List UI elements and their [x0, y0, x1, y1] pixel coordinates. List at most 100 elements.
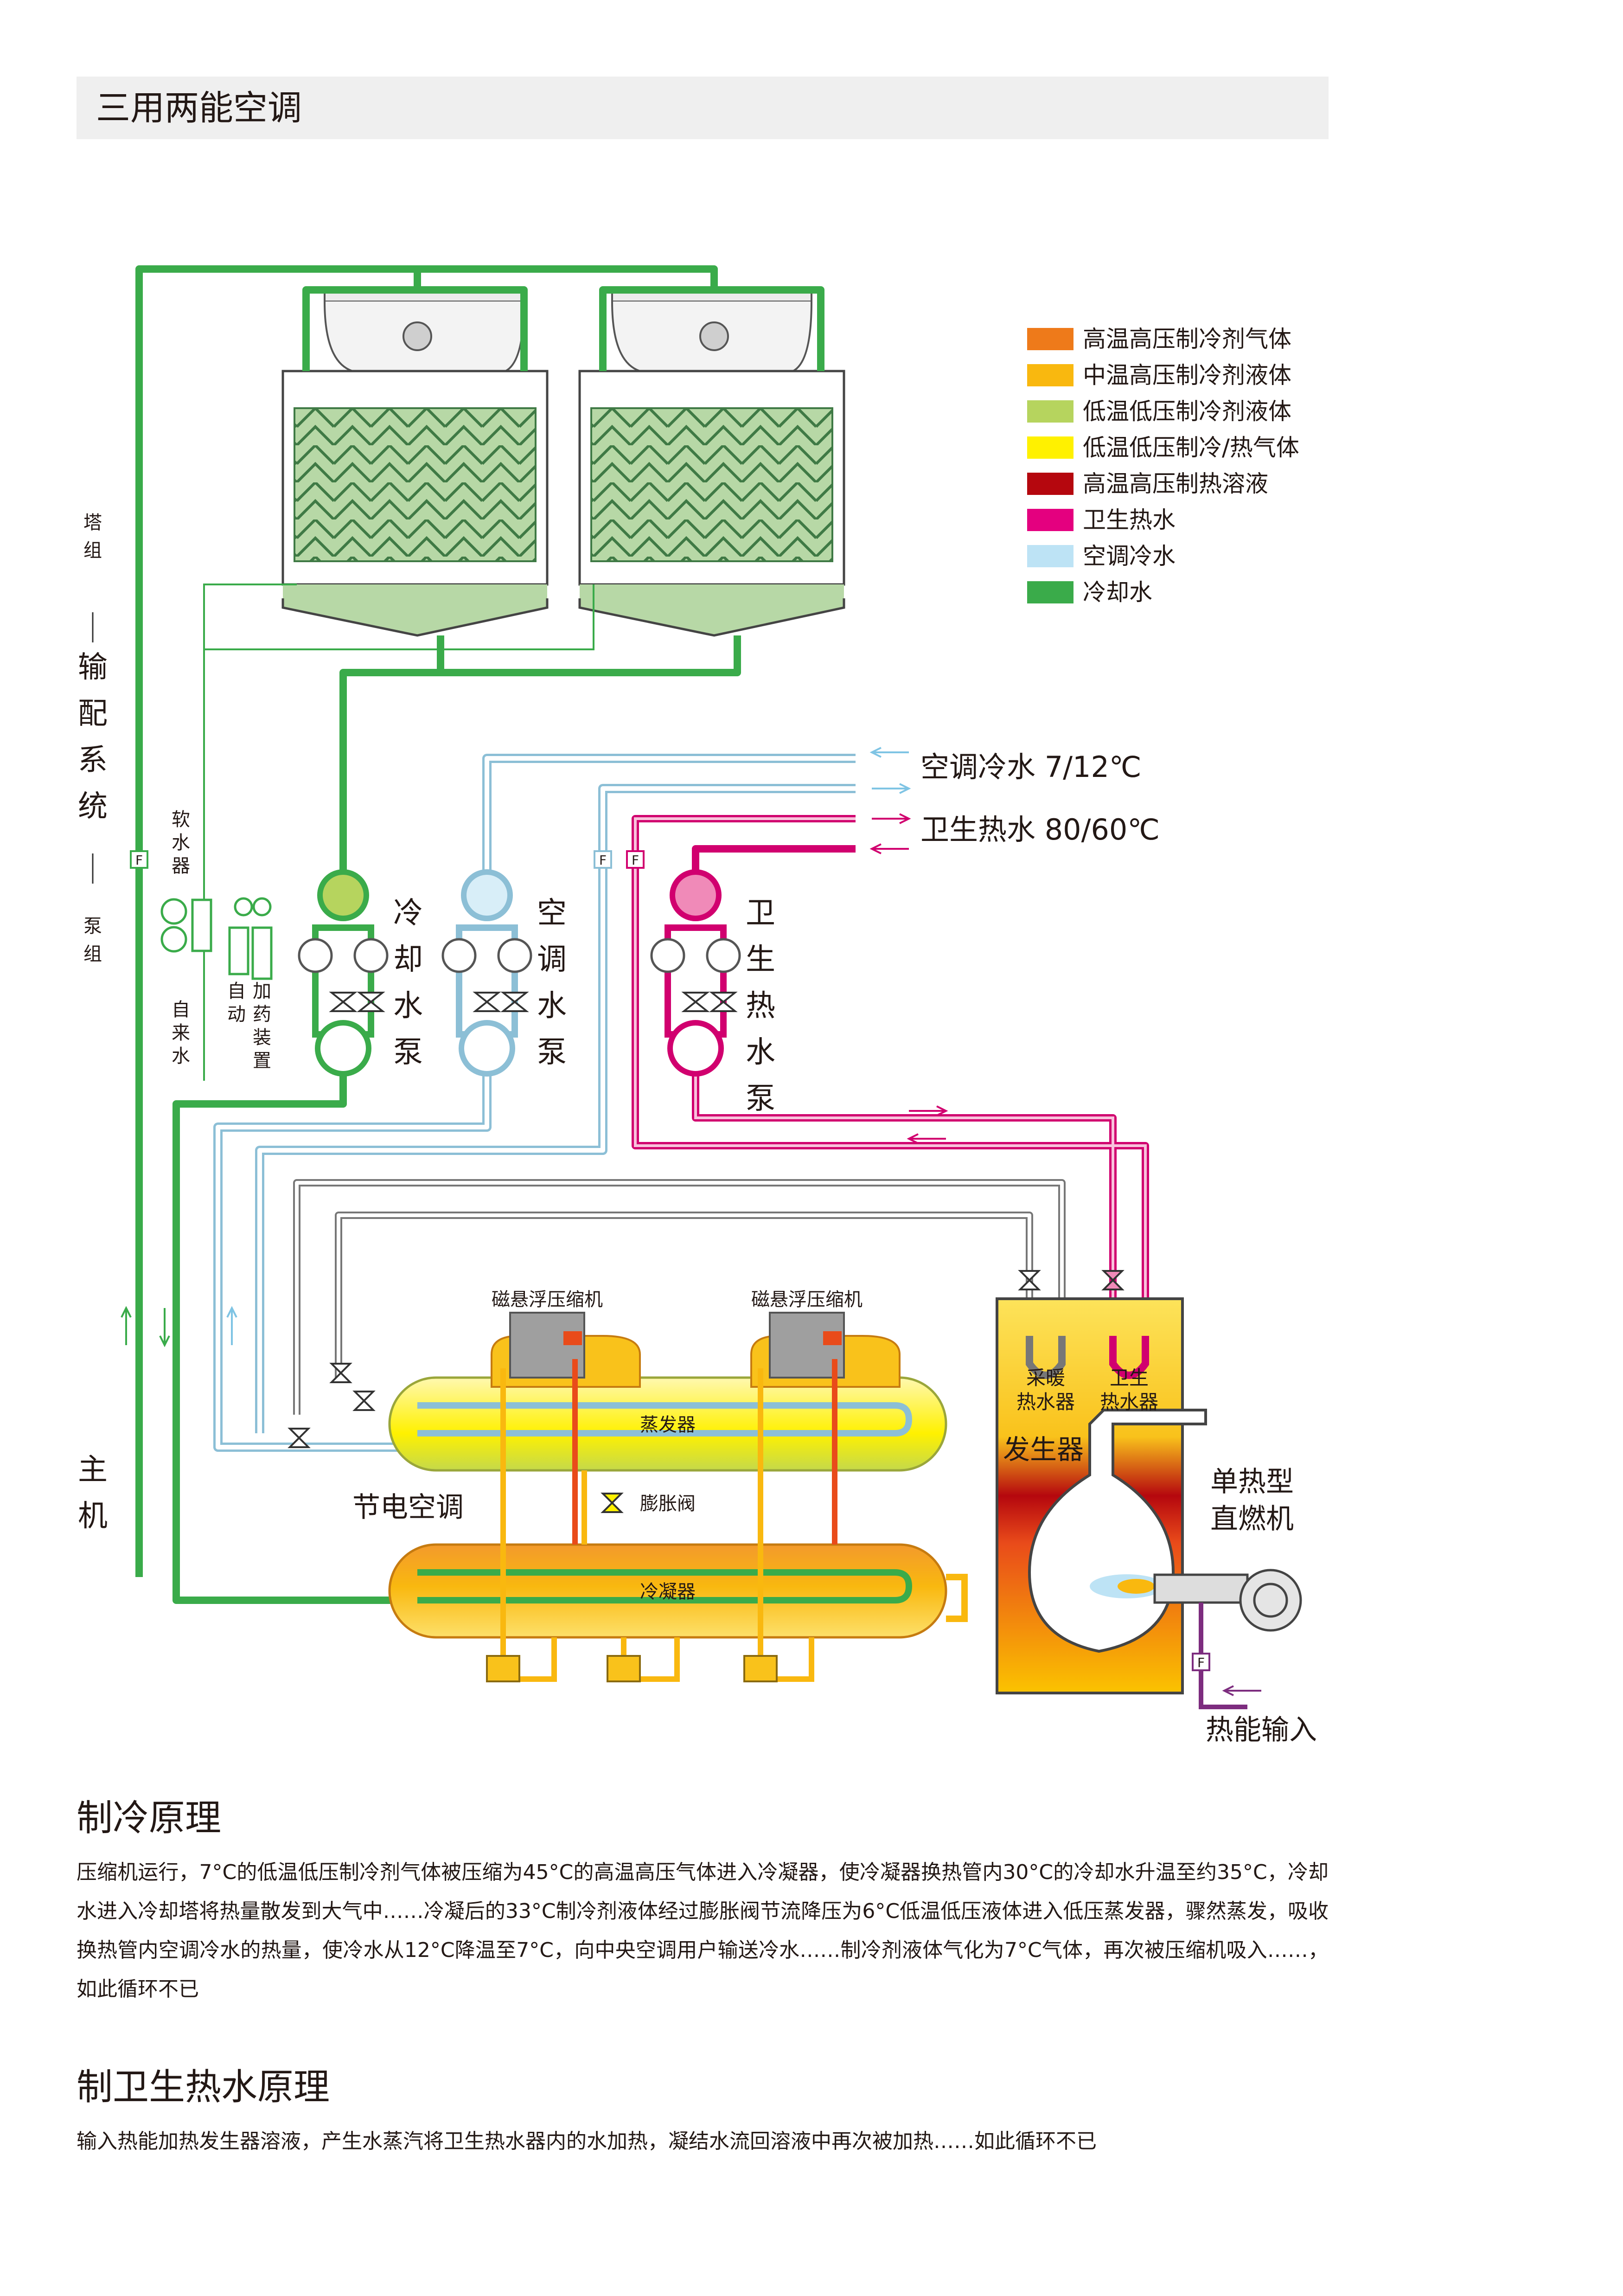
legend-swatch — [1027, 400, 1073, 423]
page-title: 三用两能空调 — [96, 88, 302, 128]
vertical-char: 泵 — [393, 1035, 423, 1070]
vertical-char: 生 — [746, 943, 775, 977]
sanitary-exchanger-label: 卫生热水器 — [1100, 1366, 1158, 1413]
legend-label: 低温低压制冷剂液体 — [1083, 398, 1291, 425]
transport-system-text: 输配系统 — [78, 650, 108, 824]
vertical-char: 器 — [172, 855, 190, 877]
vertical-char: 装 — [253, 1027, 271, 1048]
vertical-char: 水 — [172, 1045, 190, 1067]
compressor-1 — [491, 1312, 641, 1388]
single-heat-burner-label: 单热型直燃机 — [1210, 1466, 1294, 1535]
energy-saving-ac-label: 节电空调 — [352, 1491, 464, 1524]
vertical-char: 输 — [78, 650, 108, 685]
vertical-char: 药 — [253, 1004, 271, 1025]
vertical-char: 配 — [78, 697, 108, 731]
filter-mark-label: F — [135, 853, 143, 868]
cooling-principle-text: 压缩机运行，7°C的低温低压制冷剂气体被压缩为45°C的高温高压气体进入冷凝器，… — [77, 1860, 1329, 2001]
cooling-tower-1 — [281, 287, 549, 637]
sanitary-water-outlet-label: 卫生热水 80/60℃ — [920, 813, 1160, 847]
pump-group-text: 泵组 — [83, 916, 102, 965]
valves — [288, 992, 1125, 1513]
compressor-2 — [750, 1312, 901, 1388]
generator-label: 发生器 — [1003, 1434, 1084, 1465]
legend-swatch — [1027, 328, 1073, 350]
cooling-pump-label: 冷却水泵 — [393, 896, 423, 1070]
vertical-char: 泵 — [83, 916, 102, 937]
legend-label: 高温高压制热溶液 — [1083, 470, 1268, 497]
vertical-char: 却 — [393, 943, 423, 977]
vertical-char: 软 — [172, 809, 190, 830]
heating-exchanger-label: 采暖热水器 — [1016, 1366, 1075, 1413]
compressor-1-label: 磁悬浮压缩机 — [492, 1289, 603, 1310]
cooling-principle-title: 制冷原理 — [77, 1797, 222, 1839]
burner-unit — [1153, 1569, 1302, 1709]
sanitary-pump-group — [650, 869, 741, 1077]
condenser-vessel — [388, 1543, 968, 1639]
auto-label: 自动 — [227, 981, 246, 1025]
vertical-char: 卫 — [746, 896, 775, 930]
softener-unit — [160, 897, 273, 980]
ac-pump-group — [441, 869, 532, 1077]
evaporator-label: 蒸发器 — [640, 1414, 696, 1436]
vertical-char: 系 — [78, 743, 108, 777]
title-bar: 三用两能空调 — [77, 77, 1329, 139]
dosing-label: 加药装置 — [253, 981, 271, 1071]
vertical-char: 冷 — [393, 896, 423, 930]
filter-mark-label: F — [1197, 1655, 1205, 1670]
vertical-char: 动 — [227, 1004, 246, 1025]
filter-driers — [486, 1655, 778, 1682]
label-line: 卫生 — [1110, 1366, 1149, 1389]
filter-mark-label: F — [632, 853, 639, 868]
legend-label: 冷却水 — [1083, 579, 1152, 606]
condenser-label: 冷凝器 — [640, 1581, 696, 1603]
vertical-char: 机 — [78, 1499, 108, 1533]
softener-label: 软水器 — [172, 809, 190, 877]
label-line: 直燃机 — [1210, 1503, 1294, 1535]
filter-mark-label: F — [599, 853, 607, 868]
legend-label: 空调冷水 — [1083, 543, 1176, 570]
vertical-char: 水 — [537, 989, 567, 1023]
vertical-char: 水 — [393, 989, 423, 1023]
vertical-char: 水 — [746, 1035, 775, 1070]
vertical-char: 调 — [537, 943, 567, 977]
label-line: 单热型 — [1210, 1466, 1294, 1498]
main-unit-text: 主机 — [78, 1453, 108, 1533]
compressor-2-label: 磁悬浮压缩机 — [751, 1289, 863, 1310]
vertical-char: 统 — [78, 789, 108, 824]
vertical-char: 泵 — [537, 1035, 567, 1070]
flow-arrows — [121, 747, 1261, 1696]
heat-input-label: 热能输入 — [1206, 1714, 1317, 1746]
legend-label: 高温高压制冷剂气体 — [1083, 326, 1291, 353]
vertical-char: 塔 — [83, 512, 102, 533]
legend-swatch — [1027, 545, 1073, 567]
vertical-char: 水 — [172, 832, 190, 853]
system-diagram: F F F F 塔组 输配系统 泵组 主机 软水器 自来水 自动 加药装置 冷却… — [78, 265, 1317, 1746]
label-line: 采暖 — [1026, 1366, 1065, 1389]
cooling-tower-2 — [578, 287, 845, 637]
vertical-char: 自 — [172, 999, 190, 1020]
vertical-char: 组 — [83, 943, 102, 965]
sanitary-pump-label: 卫生热水泵 — [746, 896, 775, 1116]
legend-label: 中温高压制冷剂液体 — [1083, 362, 1291, 389]
ac-water-outlet-label: 空调冷水 7/12℃ — [920, 750, 1142, 784]
tap-water-label: 自来水 — [172, 999, 190, 1067]
filter-marks: F F F F — [130, 850, 1210, 1671]
tower-group-text: 塔组 — [83, 512, 102, 561]
vertical-char: 泵 — [746, 1082, 775, 1116]
legend-swatch — [1027, 436, 1073, 459]
hot-water-principle-text: 输入热能加热发生器溶液，产生水蒸汽将卫生热水器内的水加热，凝结水流回溶液中再次被… — [77, 2129, 1097, 2153]
vertical-char: 热 — [746, 989, 775, 1023]
legend-swatch — [1027, 364, 1073, 386]
vertical-char: 自 — [227, 981, 246, 1002]
vertical-char: 来 — [172, 1022, 190, 1044]
hot-water-principle-title: 制卫生热水原理 — [77, 2066, 330, 2108]
vertical-char: 组 — [83, 540, 102, 561]
legend-label: 低温低压制冷/热气体 — [1083, 434, 1299, 461]
side-label-column: 塔组 输配系统 泵组 主机 — [78, 512, 108, 1533]
vertical-char: 空 — [537, 896, 567, 930]
vertical-char: 主 — [78, 1453, 108, 1487]
vertical-char: 置 — [253, 1050, 271, 1071]
label-line: 热水器 — [1100, 1391, 1158, 1413]
ac-pump-label: 空调水泵 — [537, 896, 567, 1070]
evaporator-vessel — [388, 1376, 947, 1472]
